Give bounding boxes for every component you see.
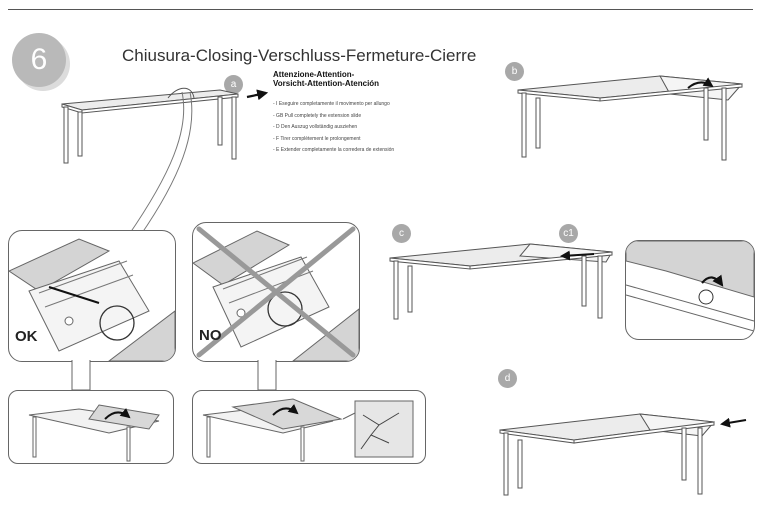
attention-item-fr: - F Tirer complètement le prolongement: [273, 135, 361, 142]
table-c: [389, 243, 613, 320]
no-result-panel: [192, 390, 426, 464]
top-rule: [8, 9, 753, 10]
attention-item-it: - I Eseguire completamente il movimento …: [273, 101, 390, 107]
badge-a: a: [224, 75, 243, 94]
badge-d: d: [498, 369, 517, 388]
c1-detail-panel: [625, 240, 755, 340]
badge-b: b: [505, 62, 524, 81]
attention-heading: Attenzione-Attention- Vorsicht-Attention…: [273, 70, 379, 88]
attention-item-gb: - GB Pull completely the extension slide: [273, 112, 362, 119]
attention-item-de: - D Den Auszug vollständig ausziehen: [273, 124, 358, 130]
badge-c1-top: c1: [559, 224, 578, 243]
no-result-drawing: [202, 398, 414, 462]
attention-heading-line2: Vorsicht-Attention-Atención: [273, 79, 380, 88]
attention-list: - I Eseguire completamente il movimento …: [273, 99, 453, 157]
badge-c: c: [392, 224, 411, 243]
ok-result-panel: [8, 390, 174, 464]
ok-detail-drawing: [9, 238, 175, 361]
table-d: [499, 413, 747, 496]
no-detail-drawing: [193, 226, 359, 361]
diagram-title: Chiusura-Closing-Verschluss-Fermeture-Ci…: [122, 46, 477, 65]
no-label: NO: [199, 327, 222, 344]
step-number: 6: [30, 43, 48, 76]
ok-result-drawing: [28, 404, 160, 462]
attention-heading-line1: Attenzione-Attention-: [273, 70, 355, 79]
ok-label: OK: [15, 328, 38, 345]
c1-detail-drawing: [626, 241, 754, 332]
attention-item-es: - E Extender completamente la corredera …: [273, 147, 395, 153]
ok-detail-panel: OK: [8, 230, 176, 362]
table-b: [517, 75, 744, 161]
table-a: [61, 87, 239, 164]
step-number-badge: 6: [12, 33, 66, 87]
no-detail-panel: NO: [192, 222, 360, 362]
